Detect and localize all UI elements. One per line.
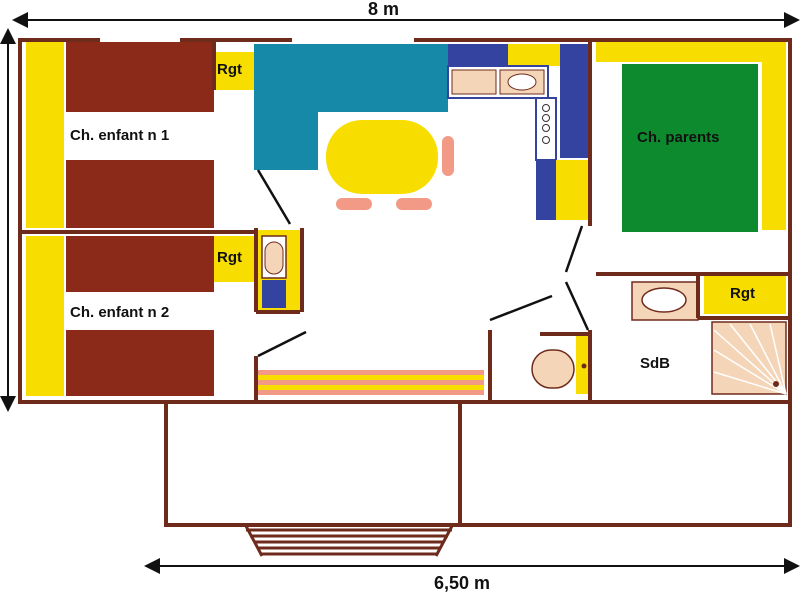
storage-1 — [214, 52, 254, 90]
storage-label-2: Rgt — [217, 249, 242, 266]
bed-upper-1 — [66, 42, 214, 112]
room-label-bathroom: SdB — [640, 355, 670, 372]
bottom-dimension-label: 6,50 m — [434, 573, 491, 593]
chair — [442, 136, 454, 176]
terrace — [164, 402, 792, 527]
terrace-steps — [244, 525, 454, 557]
doors — [256, 169, 590, 358]
child-room-1 — [26, 42, 254, 228]
room-label-child-1: Ch. enfant n 1 — [70, 127, 170, 144]
stove-burner — [542, 104, 550, 112]
walls — [18, 38, 792, 404]
kitchen-counter — [254, 44, 448, 170]
storage-label-3: Rgt — [730, 285, 755, 302]
kitchen — [254, 44, 588, 395]
bed-upper-2 — [66, 236, 214, 292]
entrance-mat — [256, 370, 484, 395]
toilet — [531, 336, 592, 394]
bed-yellow-strip-1 — [26, 42, 64, 228]
room-label-child-2: Ch. enfant n 2 — [70, 304, 170, 321]
sink — [451, 69, 497, 95]
dining-table — [326, 120, 438, 194]
storage-2 — [214, 236, 256, 282]
storage-label-1: Rgt — [217, 61, 242, 78]
top-dimension-label: 8 m — [368, 0, 400, 19]
child-room-2 — [26, 236, 256, 396]
parents-bed — [622, 64, 758, 232]
bed-lower-2 — [66, 330, 214, 396]
parents-room — [596, 42, 786, 232]
room-label-parents: Ch. parents — [637, 129, 720, 146]
storage-3 — [704, 276, 786, 314]
washbasin — [641, 287, 687, 313]
bed-yellow-strip-2 — [26, 236, 64, 396]
wc-1 — [256, 230, 302, 310]
bathroom — [531, 276, 787, 395]
bed-lower-1 — [66, 160, 214, 228]
